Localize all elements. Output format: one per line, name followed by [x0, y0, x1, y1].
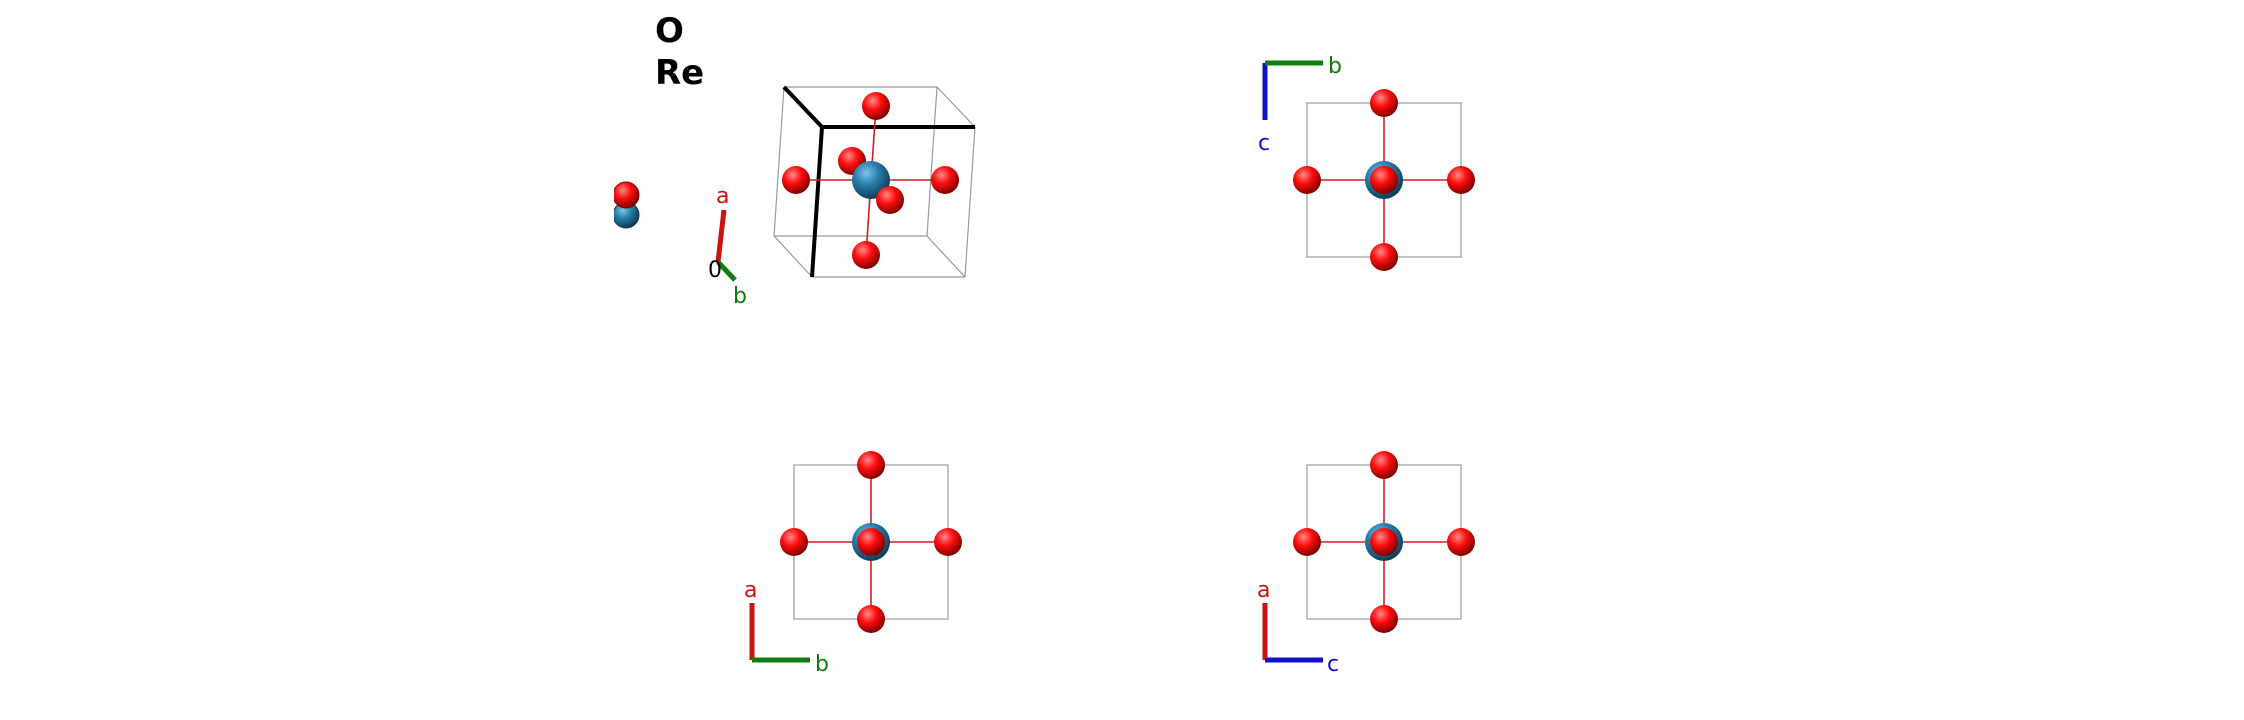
axis-indicator-ac: a c [1257, 578, 1339, 677]
axis-b-line [716, 260, 737, 282]
projection-view-bottom-left: a b [744, 451, 962, 677]
o-atom [852, 241, 880, 269]
o-atom [1370, 166, 1398, 194]
axis-indicator-bc: b c [1258, 54, 1342, 156]
o-atom [1447, 166, 1475, 194]
element-legend: O Re [655, 11, 704, 93]
projection-view-bottom-right: a c [1257, 451, 1475, 677]
cell-edges-bold [782, 85, 975, 278]
o-atom [1370, 605, 1398, 633]
o-atom [876, 186, 904, 214]
cropped-atoms [612, 181, 640, 229]
o-atom [1370, 528, 1398, 556]
projected-cell [780, 451, 962, 633]
re-atom [852, 161, 890, 199]
axis-c-label: c [1258, 131, 1270, 156]
axis-a-label: a [744, 578, 757, 603]
axis-indicator-ab: a b [744, 578, 829, 677]
axis-c-label: c [1327, 652, 1339, 677]
o-atom [780, 528, 808, 556]
o-atom [1293, 166, 1321, 194]
o-atom [1370, 89, 1398, 117]
cell-edges-thin [773, 86, 976, 278]
o-atom [1370, 243, 1398, 271]
legend-label-o: O [655, 11, 684, 51]
o-atom [1370, 451, 1398, 479]
axis-a-label: a [1257, 578, 1270, 603]
o-atom [931, 166, 959, 194]
o-atom [857, 605, 885, 633]
o-atom [857, 451, 885, 479]
projected-cell [1293, 89, 1475, 271]
axis-b-label: b [1328, 54, 1342, 79]
o-atom [782, 166, 810, 194]
o-atom [857, 528, 885, 556]
projected-cell [1293, 451, 1475, 633]
perspective-axis-indicator: a 0 b [708, 184, 747, 309]
o-atom [1447, 528, 1475, 556]
axis-origin-label: 0 [708, 258, 722, 283]
o-atom [934, 528, 962, 556]
axis-a-line [715, 209, 727, 263]
o-atom [1293, 528, 1321, 556]
axis-a-label: a [716, 184, 729, 209]
axis-b-label: b [815, 652, 829, 677]
o-atom [862, 92, 890, 120]
perspective-unit-cell [773, 85, 976, 278]
projection-view-top-right: b c [1258, 54, 1475, 271]
o-atom-cropped [612, 181, 640, 209]
axis-b-label: b [733, 284, 747, 309]
legend-label-re: Re [655, 53, 704, 93]
